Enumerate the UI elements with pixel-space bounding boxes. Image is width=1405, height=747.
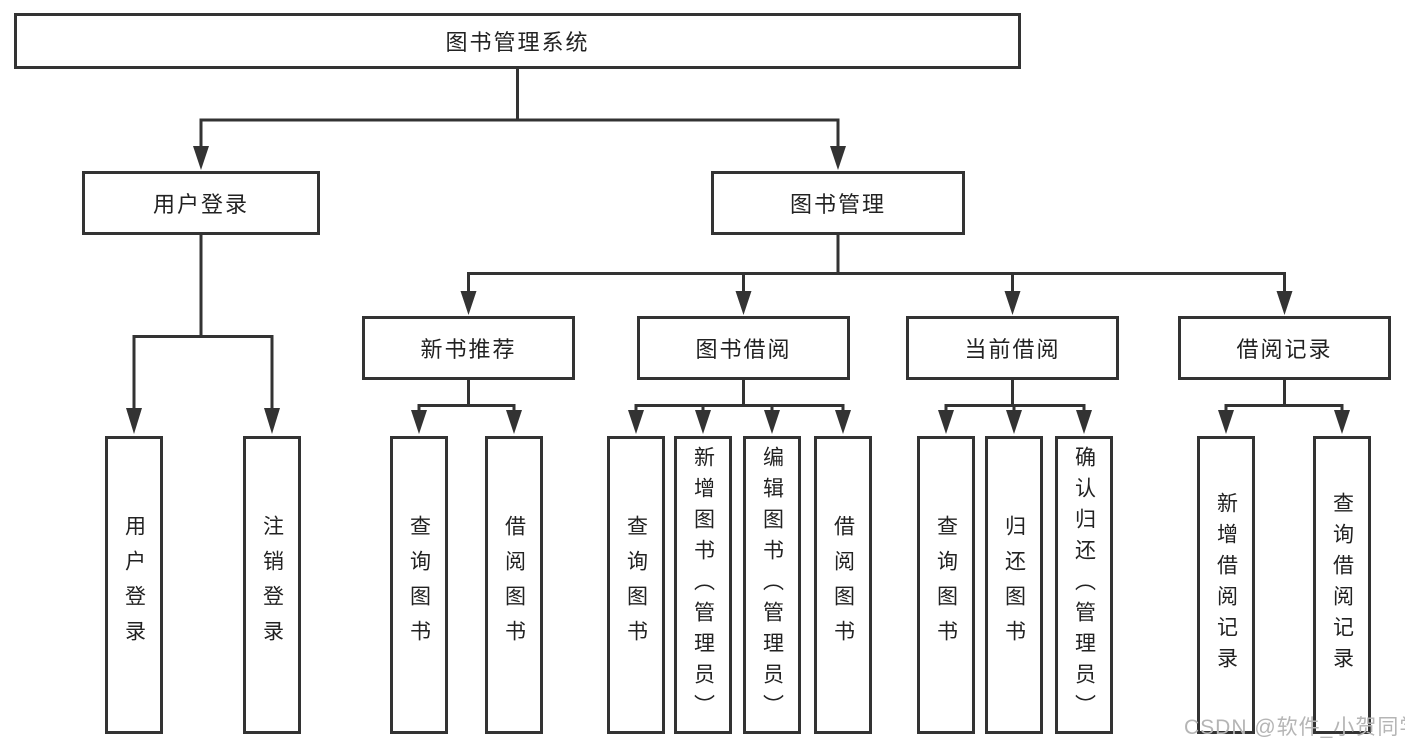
leaf-query-books-borrow-label: 查询图书 bbox=[624, 515, 648, 655]
arrowhead-leaf-9 bbox=[938, 410, 954, 434]
arrowhead-leaf-2 bbox=[264, 408, 280, 434]
node-borrow-records-label: 借阅记录 bbox=[1236, 337, 1333, 362]
arrowhead-leaf-7 bbox=[764, 410, 780, 434]
connector-root-to-level2 bbox=[199, 68, 840, 150]
connector-bookmgmt-to-level3 bbox=[467, 235, 1286, 294]
leaf-confirm-return-admin-label: 确认归还（管理员） bbox=[1072, 445, 1096, 725]
arrowhead-new-book bbox=[460, 291, 477, 315]
node-book-management-label: 图书管理 bbox=[789, 192, 886, 217]
leaf-confirm-return-admin: 确认归还（管理员） bbox=[1055, 436, 1113, 734]
leaf-borrow-books-borrow-label: 借阅图书 bbox=[831, 515, 855, 655]
leaf-borrow-books-recommend-label: 借阅图书 bbox=[502, 515, 526, 655]
leaf-query-borrow-record-label: 查询借阅记录 bbox=[1330, 492, 1354, 678]
leaf-logout-login: 注销登录 bbox=[243, 436, 301, 734]
leaf-return-book: 归还图书 bbox=[985, 436, 1043, 734]
arrowhead-book-borrow bbox=[735, 291, 752, 315]
arrowhead-leaf-8 bbox=[835, 410, 851, 434]
arrowhead-leaf-12 bbox=[1218, 410, 1234, 434]
arrowhead-leaf-5 bbox=[628, 410, 644, 434]
arrowhead-current-borrow bbox=[1004, 291, 1021, 315]
arrowhead-leaf-3 bbox=[411, 410, 427, 434]
leaf-edit-book-admin: 编辑图书（管理员） bbox=[743, 436, 801, 734]
leaf-query-books-recommend: 查询图书 bbox=[390, 436, 448, 734]
leaf-add-book-admin: 新增图书（管理员） bbox=[674, 436, 732, 734]
leaf-borrow-books-recommend: 借阅图书 bbox=[485, 436, 543, 734]
arrowhead-leaf-13 bbox=[1334, 410, 1350, 434]
node-root: 图书管理系统 bbox=[14, 13, 1021, 69]
arrowhead-leaf-6 bbox=[695, 410, 711, 434]
arrowhead-leaf-10 bbox=[1006, 410, 1022, 434]
node-user-login: 用户登录 bbox=[82, 171, 320, 235]
leaf-add-borrow-record-label: 新增借阅记录 bbox=[1214, 492, 1238, 678]
connector-userlogin-to-leaves bbox=[132, 235, 274, 412]
node-new-book-recommend-label: 新书推荐 bbox=[420, 337, 517, 362]
node-user-login-label: 用户登录 bbox=[152, 192, 249, 217]
node-root-label: 图书管理系统 bbox=[445, 30, 590, 55]
arrowhead-leaf-11 bbox=[1076, 410, 1092, 434]
connector-newbook-to-leaves bbox=[417, 380, 516, 414]
arrowhead-borrow-records bbox=[1276, 291, 1293, 315]
node-book-management: 图书管理 bbox=[711, 171, 965, 235]
leaf-query-books-current: 查询图书 bbox=[917, 436, 975, 734]
leaf-query-borrow-record: 查询借阅记录 bbox=[1313, 436, 1371, 734]
node-book-borrow: 图书借阅 bbox=[637, 316, 850, 380]
node-borrow-records: 借阅记录 bbox=[1178, 316, 1391, 380]
leaf-user-login: 用户登录 bbox=[105, 436, 163, 734]
connector-borrowrecords-to-leaves bbox=[1224, 380, 1344, 414]
node-current-borrow-label: 当前借阅 bbox=[964, 337, 1061, 362]
leaf-edit-book-admin-label: 编辑图书（管理员） bbox=[760, 445, 784, 725]
arrowhead-leaf-1 bbox=[126, 408, 142, 434]
leaf-add-borrow-record: 新增借阅记录 bbox=[1197, 436, 1255, 734]
arrowhead-user-login bbox=[193, 146, 209, 170]
csdn-watermark: CSDN @软件_小贺同学 bbox=[1184, 716, 1405, 739]
leaf-query-books-recommend-label: 查询图书 bbox=[407, 515, 431, 655]
leaf-logout-login-label: 注销登录 bbox=[260, 515, 284, 655]
leaf-return-book-label: 归还图书 bbox=[1002, 515, 1026, 655]
arrowheads bbox=[126, 146, 1350, 434]
leaf-user-login-label: 用户登录 bbox=[122, 515, 146, 655]
leaf-query-books-current-label: 查询图书 bbox=[934, 515, 958, 655]
arrowhead-leaf-4 bbox=[506, 410, 522, 434]
node-book-borrow-label: 图书借阅 bbox=[695, 337, 792, 362]
connector-lines bbox=[132, 68, 1344, 414]
arrowhead-book-mgmt bbox=[830, 146, 846, 170]
leaf-borrow-books-borrow: 借阅图书 bbox=[814, 436, 872, 734]
node-current-borrow: 当前借阅 bbox=[906, 316, 1119, 380]
node-new-book-recommend: 新书推荐 bbox=[362, 316, 575, 380]
leaf-add-book-admin-label: 新增图书（管理员） bbox=[691, 445, 715, 725]
connector-currentborrow-to-leaves bbox=[944, 380, 1086, 414]
connector-bookborrow-to-leaves bbox=[634, 380, 845, 414]
leaf-query-books-borrow: 查询图书 bbox=[607, 436, 665, 734]
